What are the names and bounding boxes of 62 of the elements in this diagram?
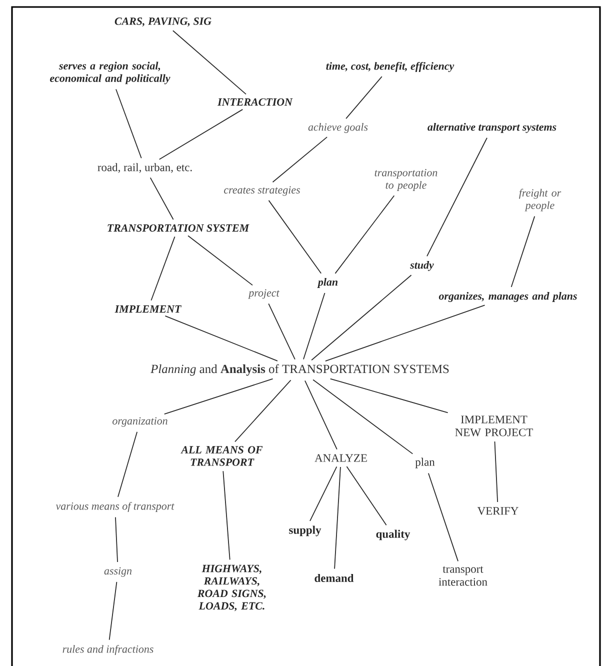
connector-line <box>116 88 142 159</box>
concept-text: TRANSPORTATION SYSTEM <box>108 224 250 232</box>
concept-text: time, cost, benefit, efficiency <box>326 62 454 72</box>
connector-line <box>115 516 118 562</box>
concept-text: serves a region social, economical and politically <box>50 62 170 84</box>
concept-text: transport interaction <box>438 566 488 586</box>
connector-line <box>222 470 230 560</box>
connector-line <box>164 315 278 362</box>
concept-text: road, rail, urban, etc. <box>98 163 192 173</box>
concept-text: organizes, manages and plans <box>438 292 577 302</box>
concept-text: plan <box>415 458 435 468</box>
connector-line <box>303 292 326 360</box>
connector-line <box>118 431 138 498</box>
concept-text: assign <box>104 567 132 577</box>
concept-text: IMPLEMENT NEW PROJECT <box>455 416 533 436</box>
connector-line <box>234 380 292 442</box>
concept-text: various means of transport <box>56 502 174 512</box>
connector-line <box>346 76 382 119</box>
connector-line <box>268 200 322 274</box>
concept-text: freight or people <box>519 188 562 212</box>
connector-line <box>304 380 338 450</box>
concept-text: creates strategies <box>224 186 300 196</box>
connector-line <box>150 236 176 301</box>
connector-line <box>510 216 536 288</box>
concept-text: INTERACTION <box>217 98 293 106</box>
concept-text: ANALYZE <box>314 454 367 462</box>
central-concept: Planning and Analysis of TRANSPORTATION SYSTEMS <box>150 364 449 376</box>
concept-text: ALL MEANS OF TRANSPORT <box>180 446 263 466</box>
concept-text: rules and infractions <box>62 644 154 656</box>
connector-line <box>172 30 246 95</box>
concept-text: VERIFY <box>477 507 518 515</box>
connector-line <box>324 304 486 362</box>
connector-line <box>346 466 387 526</box>
connector-line <box>494 441 498 502</box>
connector-line <box>428 472 458 562</box>
connector-line <box>164 378 274 415</box>
connector-line <box>330 378 448 414</box>
connector-line <box>150 177 174 220</box>
connector-line <box>188 235 253 286</box>
concept-text: plan <box>317 278 338 288</box>
concept-text: demand <box>314 574 354 582</box>
concept-text: supply <box>289 526 322 536</box>
concept-text: study <box>410 261 434 271</box>
concept-text: IMPLEMENT <box>114 305 182 313</box>
connector-line <box>158 108 244 160</box>
connector-line <box>334 195 395 274</box>
concept-text: alternative transport systems <box>428 123 556 133</box>
connector-line <box>311 274 412 361</box>
connector-line <box>272 136 328 183</box>
concept-text: project <box>248 289 280 299</box>
concept-text: organization <box>112 417 168 427</box>
concept-text: achieve goals <box>308 123 368 133</box>
connector-line <box>426 137 488 257</box>
concept-text: transportation to people <box>374 169 438 192</box>
connector-line <box>310 466 338 522</box>
connector-line <box>312 379 414 454</box>
concept-text: quality <box>376 530 410 540</box>
connector-line <box>268 303 296 360</box>
concept-text: HIGHWAYS, RAILWAYS, ROAD SIGNS, LOADS, ETC. <box>197 564 266 612</box>
connector-line <box>108 582 118 640</box>
concept-text: CARS, PAVING, SIG <box>114 18 212 26</box>
connector-line <box>334 466 341 570</box>
